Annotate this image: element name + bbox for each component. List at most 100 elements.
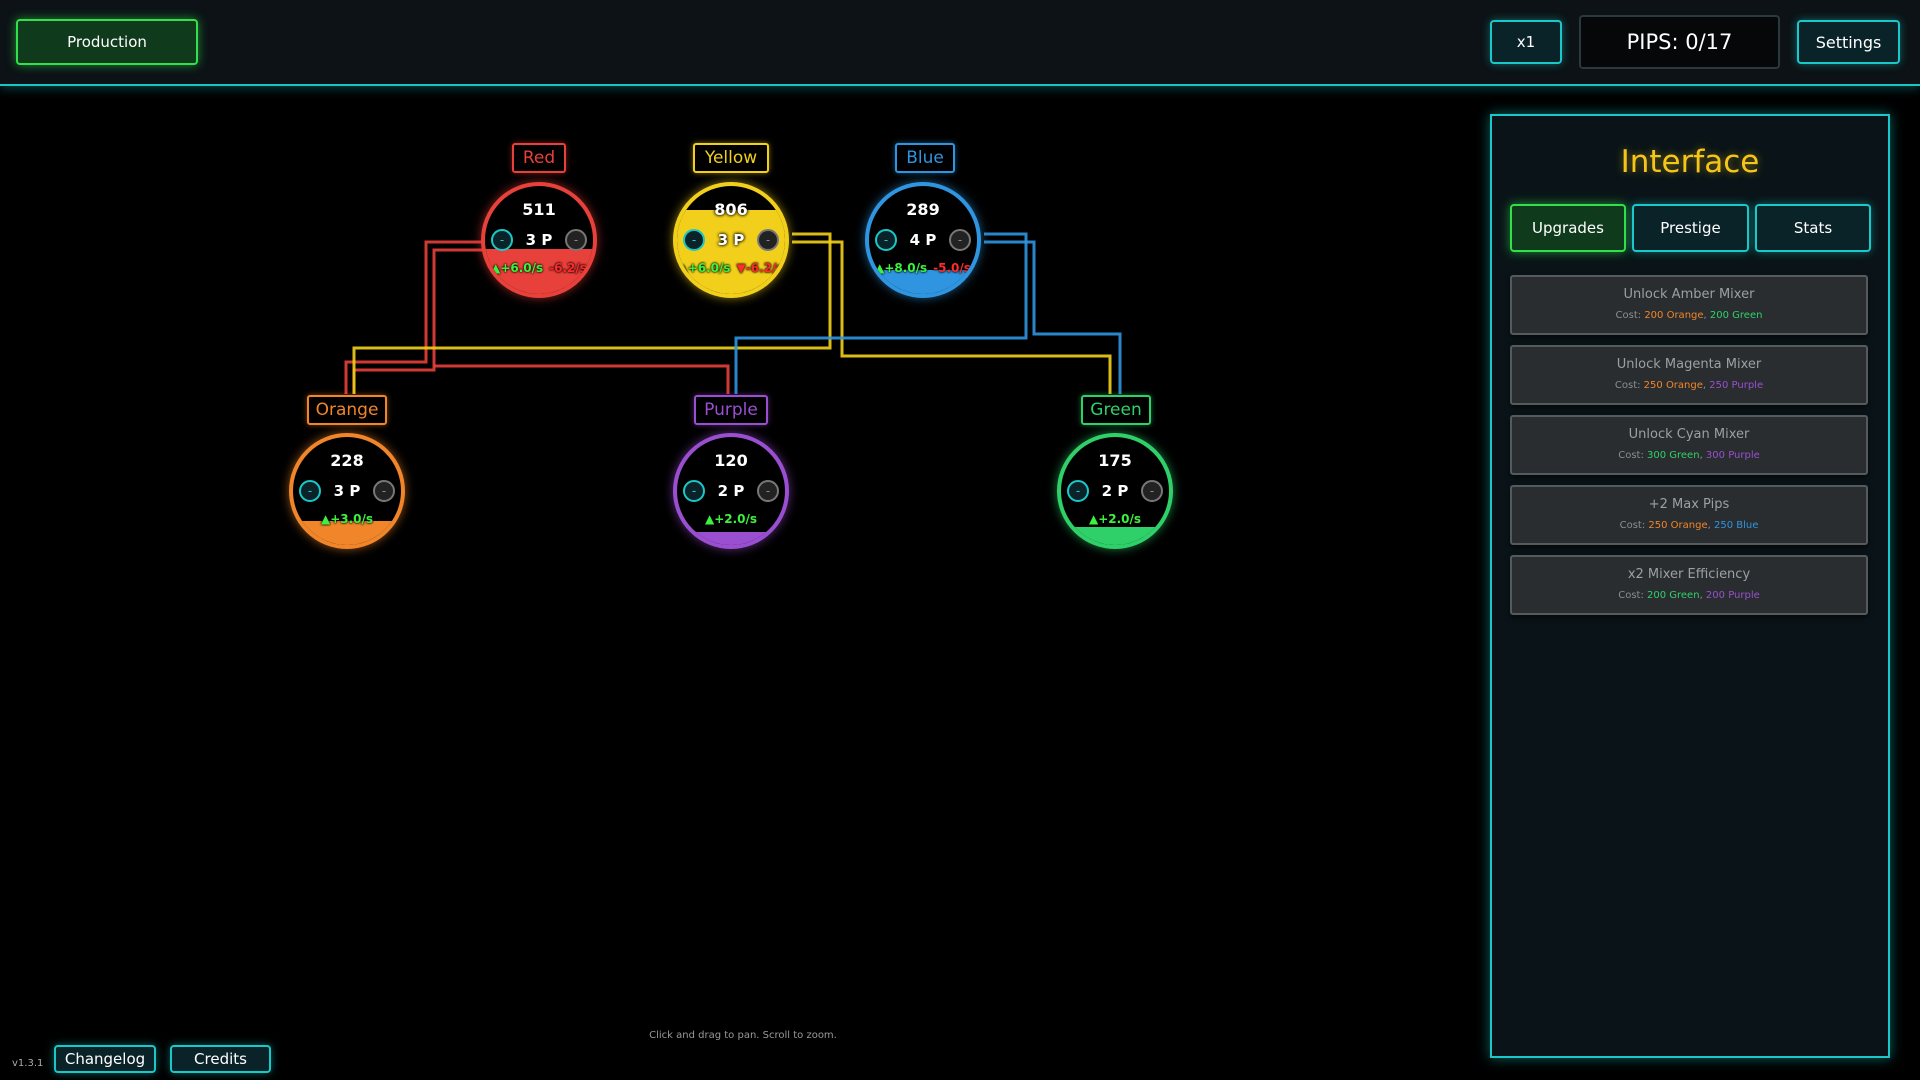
upgrade-cost-b: 200 Green (1709, 310, 1763, 321)
node-blue[interactable]: 289 - 4 P - ▲+8.0/s -5.0/s (865, 182, 981, 298)
node-red-pips: 3 P (525, 231, 553, 249)
upgrade-cost-sep: , (1699, 590, 1706, 601)
upgrade-name: x2 Mixer Efficiency (1627, 567, 1751, 582)
upgrade-card-cyan-mixer[interactable]: Unlock Cyan Mixer Cost: 300 Green, 300 P… (1510, 415, 1868, 475)
upgrade-card-magenta-mixer[interactable]: Unlock Magenta Mixer Cost: 250 Orange, 2… (1510, 345, 1868, 405)
upgrade-cost-prefix: Cost: (1619, 520, 1649, 531)
upgrade-name: Unlock Amber Mixer (1623, 287, 1755, 302)
upgrade-cost: Cost: 200 Green, 200 Purple (1512, 590, 1866, 601)
pips-counter: PIPS: 0/17 (1579, 15, 1780, 69)
node-blue-rate-up: ▲+8.0/s (875, 261, 928, 275)
blue-to-green-line (984, 240, 1122, 394)
node-yellow-rate-up: ▲+6.0/s (678, 261, 731, 275)
upgrade-card-max-pips[interactable]: +2 Max Pips Cost: 250 Orange, 250 Blue (1510, 485, 1868, 545)
upgrade-cost-prefix: Cost: (1615, 310, 1645, 321)
node-red-add-pip-button[interactable]: - (565, 229, 587, 251)
node-orange-pips: 3 P (333, 482, 361, 500)
upgrade-cost-b: 250 Blue (1713, 520, 1759, 531)
upgrade-cost-sep: , (1703, 310, 1710, 321)
node-green-add-pip-button[interactable]: - (1141, 480, 1163, 502)
node-yellow-amount: 806 (714, 200, 748, 219)
node-orange-add-pip-button[interactable]: - (373, 480, 395, 502)
upgrade-cost-sep: , (1699, 450, 1706, 461)
upgrade-cost-b: 300 Purple (1705, 450, 1760, 461)
upgrade-cost-sep: , (1702, 380, 1710, 391)
node-yellow-remove-pip-button[interactable]: - (683, 229, 705, 251)
node-label-purple: Purple (694, 395, 768, 425)
yellow-to-green-line (792, 240, 1112, 394)
yellow-to-orange-line (352, 232, 832, 394)
node-red-fill (485, 248, 593, 294)
node-red-rates: ▲+6.0/s -6.2/s (485, 261, 593, 275)
settings-button[interactable]: Settings (1797, 20, 1900, 64)
node-yellow-add-pip-button[interactable]: - (757, 229, 779, 251)
node-purple-pips: 2 P (717, 482, 745, 500)
node-green-rate-up: ▲+2.0/s (1088, 512, 1142, 526)
node-blue-fill (869, 270, 977, 294)
node-purple-fill (677, 532, 785, 545)
node-purple-rate-up: ▲+2.0/s (704, 512, 758, 526)
red-to-purple-line (434, 364, 730, 394)
node-label-orange: Orange (307, 395, 387, 425)
node-label-yellow: Yellow (693, 143, 769, 173)
node-green[interactable]: 175 - 2 P - ▲+2.0/s (1057, 433, 1173, 549)
top-bar: Production x1 PIPS: 0/17 Settings (0, 0, 1920, 86)
node-blue-remove-pip-button[interactable]: - (875, 229, 897, 251)
node-orange-rate-up: ▲+3.0/s (320, 512, 374, 526)
red-to-orange-line-2 (352, 248, 482, 394)
node-red-remove-pip-button[interactable]: - (491, 229, 513, 251)
tab-upgrades[interactable]: Upgrades (1510, 204, 1626, 252)
upgrade-cost: Cost: 300 Green, 300 Purple (1512, 450, 1866, 461)
upgrade-cost: Cost: 250 Orange, 250 Blue (1512, 520, 1866, 531)
upgrade-card-amber-mixer[interactable]: Unlock Amber Mixer Cost: 200 Orange, 200… (1510, 275, 1868, 335)
node-red[interactable]: 511 - 3 P - ▲+6.0/s -6.2/s (481, 182, 597, 298)
node-yellow-fill (677, 209, 785, 294)
node-orange[interactable]: 228 - 3 P - ▲+3.0/s (289, 433, 405, 549)
node-green-rates: ▲+2.0/s (1061, 512, 1169, 526)
node-purple[interactable]: 120 - 2 P - ▲+2.0/s (673, 433, 789, 549)
upgrade-cost-b: 200 Purple (1705, 590, 1760, 601)
node-label-red: Red (512, 143, 566, 173)
node-yellow[interactable]: 806 - 3 P - ▲+6.0/s ▼-6.2/s (673, 182, 789, 298)
upgrade-cost-a: 250 Orange (1643, 380, 1703, 391)
panel-title: Interface (1620, 144, 1760, 180)
upgrade-cost-prefix: Cost: (1614, 380, 1644, 391)
upgrade-cost-a: 250 Orange (1648, 520, 1708, 531)
node-red-rate-up: ▲+6.0/s (491, 261, 544, 275)
node-purple-add-pip-button[interactable]: - (757, 480, 779, 502)
upgrade-cost: Cost: 200 Orange, 200 Green (1512, 310, 1866, 321)
upgrade-cost-sep: , (1707, 520, 1714, 531)
node-blue-rates: ▲+8.0/s -5.0/s (869, 261, 977, 275)
node-orange-fill (293, 521, 401, 545)
upgrade-cost-a: 200 Green (1647, 590, 1700, 601)
node-green-remove-pip-button[interactable]: - (1067, 480, 1089, 502)
credits-button[interactable]: Credits (170, 1045, 271, 1073)
connection-lines (344, 232, 1122, 394)
node-red-rate-down: -6.2/s (549, 261, 587, 275)
upgrade-card-mixer-efficiency[interactable]: x2 Mixer Efficiency Cost: 200 Green, 200… (1510, 555, 1868, 615)
changelog-button[interactable]: Changelog (54, 1045, 156, 1073)
red-to-orange-line (344, 240, 482, 394)
interface-panel: Interface Upgrades Prestige Stats Unlock… (1490, 114, 1890, 1058)
tab-stats[interactable]: Stats (1755, 204, 1871, 252)
node-orange-remove-pip-button[interactable]: - (299, 480, 321, 502)
node-label-blue: Blue (895, 143, 955, 173)
node-blue-amount: 289 (906, 200, 940, 219)
node-blue-pips: 4 P (909, 231, 937, 249)
upgrade-name: +2 Max Pips (1648, 497, 1730, 512)
upgrade-cost: Cost: 250 Orange, 250 Purple (1512, 380, 1866, 391)
tab-prestige[interactable]: Prestige (1632, 204, 1749, 252)
node-yellow-pips: 3 P (717, 231, 745, 249)
node-orange-rates: ▲+3.0/s (293, 512, 401, 526)
node-green-fill (1061, 526, 1169, 545)
node-green-pips: 2 P (1101, 482, 1129, 500)
node-blue-add-pip-button[interactable]: - (949, 229, 971, 251)
upgrade-cost-a: 300 Green (1647, 450, 1700, 461)
node-yellow-rates: ▲+6.0/s ▼-6.2/s (677, 261, 785, 275)
node-purple-remove-pip-button[interactable]: - (683, 480, 705, 502)
node-purple-rates: ▲+2.0/s (677, 512, 785, 526)
speed-button[interactable]: x1 (1490, 20, 1562, 64)
node-label-green: Green (1081, 395, 1151, 425)
node-green-amount: 175 (1098, 451, 1132, 470)
production-button[interactable]: Production (16, 19, 198, 65)
